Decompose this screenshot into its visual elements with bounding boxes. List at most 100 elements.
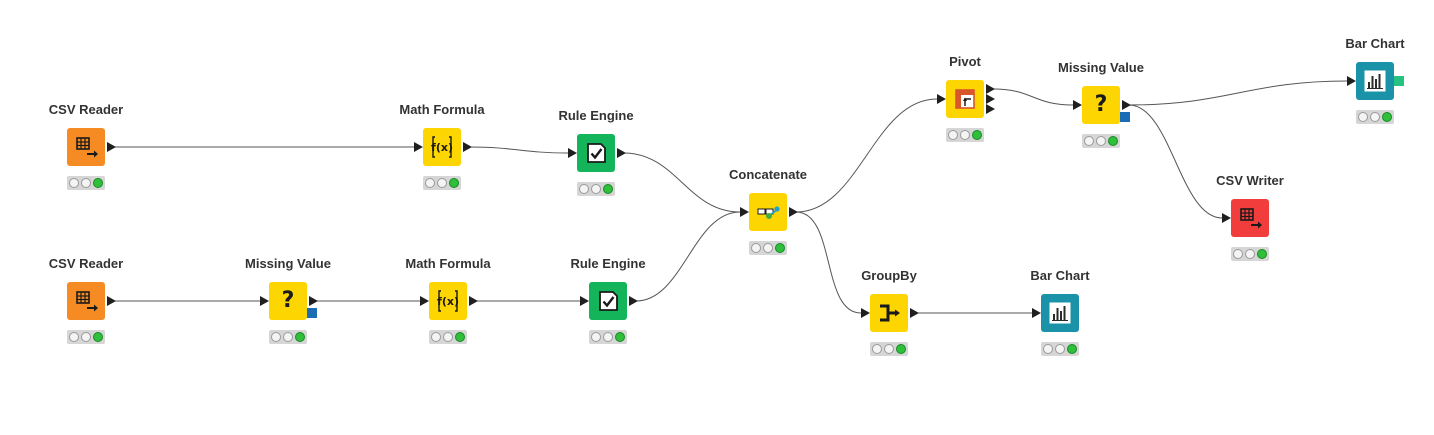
status-light bbox=[69, 332, 79, 342]
node-body[interactable] bbox=[1032, 294, 1079, 332]
node-csv-writer[interactable]: CSV Writer bbox=[1190, 173, 1310, 273]
node-missing-value-2[interactable]: Missing Value? bbox=[1041, 60, 1161, 160]
input-port[interactable] bbox=[937, 94, 946, 104]
output-port[interactable] bbox=[107, 142, 116, 152]
node-math-formula-1[interactable]: Math Formula f(x) bbox=[382, 102, 502, 202]
status-traffic-light bbox=[67, 330, 105, 344]
connection-missing-value-2-to-bar-chart-1[interactable] bbox=[1128, 80, 1348, 106]
node-concatenate[interactable]: Concatenate bbox=[708, 167, 828, 267]
connection-rule-engine-1-to-concatenate[interactable] bbox=[623, 152, 741, 213]
node-body[interactable]: ? bbox=[1073, 86, 1131, 124]
input-port[interactable] bbox=[414, 142, 423, 152]
node-body[interactable]: f(x) bbox=[420, 282, 478, 320]
output-port[interactable] bbox=[617, 148, 626, 158]
node-label: Math Formula bbox=[405, 256, 491, 271]
node-body[interactable] bbox=[861, 294, 919, 332]
output-port[interactable] bbox=[1122, 100, 1131, 110]
input-port[interactable] bbox=[740, 207, 749, 217]
status-light bbox=[972, 130, 982, 140]
node-body[interactable] bbox=[937, 80, 995, 118]
status-light bbox=[896, 344, 906, 354]
status-traffic-light bbox=[749, 241, 787, 255]
output-port[interactable] bbox=[309, 296, 318, 306]
image-output-port[interactable] bbox=[1394, 76, 1404, 86]
status-light bbox=[579, 184, 589, 194]
status-traffic-light bbox=[1041, 342, 1079, 356]
node-body[interactable]: f(x) bbox=[414, 128, 472, 166]
status-traffic-light bbox=[589, 330, 627, 344]
node-groupby[interactable]: GroupBy bbox=[829, 268, 949, 368]
input-port[interactable] bbox=[420, 296, 429, 306]
node-body[interactable] bbox=[1222, 199, 1269, 237]
output-port[interactable] bbox=[986, 104, 995, 114]
input-port[interactable] bbox=[1032, 308, 1041, 318]
status-light bbox=[775, 243, 785, 253]
output-port[interactable] bbox=[463, 142, 472, 152]
output-port[interactable] bbox=[986, 94, 995, 104]
status-traffic-light bbox=[946, 128, 984, 142]
node-body[interactable] bbox=[67, 282, 116, 320]
status-light bbox=[449, 178, 459, 188]
node-label: Rule Engine bbox=[558, 108, 634, 123]
connection-missing-value-2-to-csv-writer[interactable] bbox=[1128, 104, 1223, 219]
node-label: CSV Reader bbox=[48, 256, 124, 271]
node-math-formula-2[interactable]: Math Formula f(x) bbox=[388, 256, 508, 356]
node-label: Bar Chart bbox=[1345, 36, 1405, 51]
node-body[interactable] bbox=[740, 193, 798, 231]
status-light bbox=[1055, 344, 1065, 354]
node-pivot[interactable]: Pivot bbox=[905, 54, 1025, 154]
pmml-output-port[interactable] bbox=[1120, 112, 1130, 122]
node-body[interactable] bbox=[580, 282, 638, 320]
status-light bbox=[763, 243, 773, 253]
node-bar-chart-1[interactable]: Bar Chart bbox=[1315, 36, 1434, 136]
status-light bbox=[1043, 344, 1053, 354]
node-missing-value-1[interactable]: Missing Value? bbox=[228, 256, 348, 356]
node-label: CSV Writer bbox=[1216, 173, 1284, 188]
status-traffic-light bbox=[67, 176, 105, 190]
status-light bbox=[69, 178, 79, 188]
output-port[interactable] bbox=[910, 308, 919, 318]
status-light bbox=[603, 332, 613, 342]
input-port[interactable] bbox=[1347, 76, 1356, 86]
question-icon: ? bbox=[281, 288, 295, 313]
status-light bbox=[1358, 112, 1368, 122]
status-light bbox=[1233, 249, 1243, 259]
status-light bbox=[751, 243, 761, 253]
input-port[interactable] bbox=[260, 296, 269, 306]
status-light bbox=[1257, 249, 1267, 259]
node-body[interactable]: ? bbox=[260, 282, 318, 320]
node-label: Math Formula bbox=[399, 102, 485, 117]
status-light bbox=[948, 130, 958, 140]
node-csv-reader-2[interactable]: CSV Reader bbox=[26, 256, 146, 356]
status-traffic-light bbox=[1231, 247, 1269, 261]
connection-math-formula-1-to-rule-engine-1[interactable] bbox=[469, 146, 569, 154]
input-port[interactable] bbox=[861, 308, 870, 318]
node-bar-chart-2[interactable]: Bar Chart bbox=[1000, 268, 1120, 368]
status-light bbox=[884, 344, 894, 354]
pmml-output-port[interactable] bbox=[307, 308, 317, 318]
node-rule-engine-1[interactable]: Rule Engine bbox=[536, 108, 656, 208]
connection-concatenate-to-groupby[interactable] bbox=[795, 211, 862, 314]
input-port[interactable] bbox=[1222, 213, 1231, 223]
node-label: Missing Value bbox=[245, 256, 331, 271]
status-traffic-light bbox=[269, 330, 307, 344]
input-port[interactable] bbox=[580, 296, 589, 306]
question-icon: ? bbox=[1094, 92, 1108, 117]
connection-rule-engine-2-to-concatenate[interactable] bbox=[635, 211, 741, 302]
input-port[interactable] bbox=[568, 148, 577, 158]
node-csv-reader-1[interactable]: CSV Reader bbox=[26, 102, 146, 202]
status-light bbox=[93, 332, 103, 342]
output-port[interactable] bbox=[629, 296, 638, 306]
connection-concatenate-to-pivot[interactable] bbox=[795, 98, 938, 213]
node-body[interactable] bbox=[67, 128, 116, 166]
output-port[interactable] bbox=[789, 207, 798, 217]
node-body[interactable] bbox=[1347, 62, 1404, 100]
node-rule-engine-2[interactable]: Rule Engine bbox=[548, 256, 668, 356]
output-port[interactable] bbox=[107, 296, 116, 306]
input-port[interactable] bbox=[1073, 100, 1082, 110]
node-body[interactable] bbox=[568, 134, 626, 172]
output-port[interactable] bbox=[469, 296, 478, 306]
connection-pivot-to-missing-value-2[interactable] bbox=[992, 88, 1074, 106]
output-port[interactable] bbox=[986, 84, 995, 94]
